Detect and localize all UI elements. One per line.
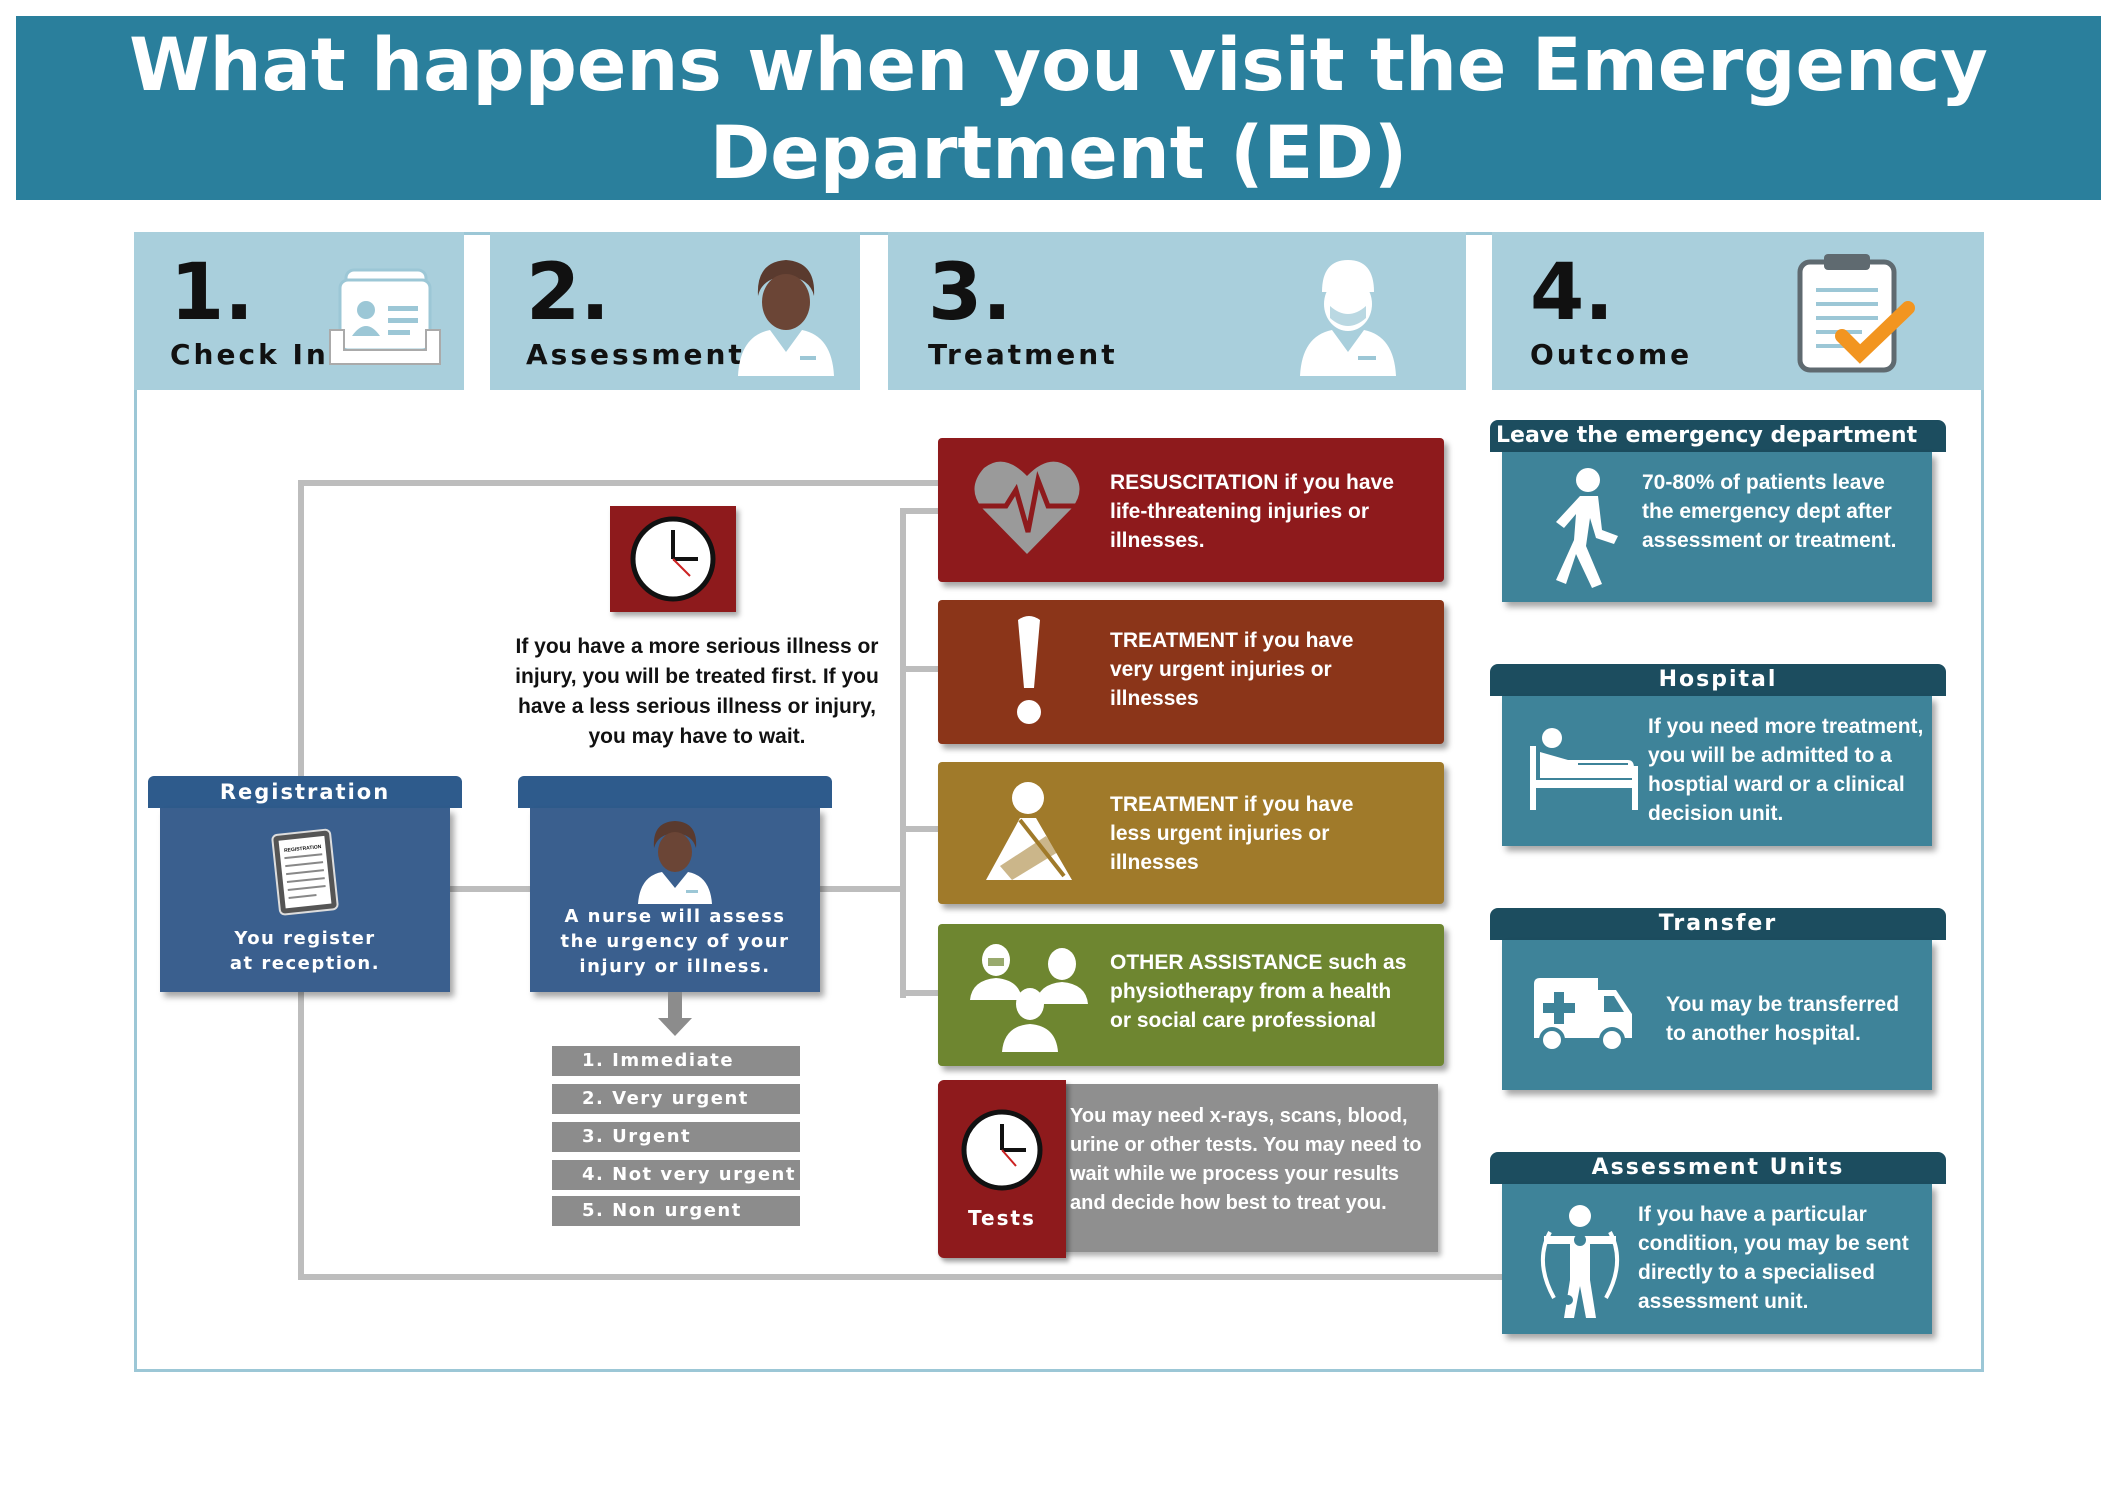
outcome-box-assessment-units: If you have a particular condition, you …	[1502, 1184, 1932, 1334]
treatment-lead: TREATMENT	[1110, 629, 1238, 652]
treatment-card-other-assistance: OTHER ASSISTANCE such as physiotherapy f…	[938, 924, 1444, 1066]
treatment-card-resuscitation: RESUSCITATION if you have life-threateni…	[938, 438, 1444, 582]
treatment-card-less-urgent: TREATMENT if you have less urgent injuri…	[938, 762, 1444, 904]
triage-arrow-head	[658, 1018, 692, 1036]
treatment-text: RESUSCITATION if you have life-threateni…	[1110, 468, 1410, 555]
title-line-2: Department (ED)	[709, 111, 1408, 196]
step-3-label: Treatment	[928, 338, 1118, 371]
step-4-label: Outcome	[1530, 338, 1693, 371]
connector-treat-4	[900, 990, 938, 996]
treatment-text: OTHER ASSISTANCE such as physiotherapy f…	[1110, 948, 1410, 1035]
connector-reg-to-assess	[448, 886, 530, 892]
file-folder-icon	[329, 268, 441, 365]
outcome-text: If you have a particular condition, you …	[1638, 1203, 1909, 1313]
connector-treat-vertical	[900, 508, 906, 998]
registration-tab: Registration	[148, 776, 462, 808]
step-4-number: 4.	[1530, 248, 1614, 338]
step-2-header: 2. Assessment	[490, 232, 860, 390]
hospital-bed-icon	[1530, 728, 1638, 810]
clock-icon	[630, 516, 716, 602]
treatment-rest: if you have very urgent injuries or illn…	[1110, 629, 1354, 710]
treatment-rest: such as physiotherapy from a health or s…	[1110, 951, 1407, 1032]
walking-person-icon	[1556, 468, 1618, 588]
treatment-rest: if you have life-threatening injuries or…	[1110, 471, 1394, 552]
arm-sling-icon	[986, 782, 1072, 880]
connector-treat-3	[900, 826, 938, 832]
step-2-number: 2.	[526, 248, 610, 338]
outcome-text: If you need more treatment, you will be …	[1648, 715, 1924, 825]
triage-item: 3. Urgent	[552, 1122, 800, 1152]
outcome-text: 70-80% of patients leave the emergency d…	[1642, 471, 1897, 552]
title-line-1: What happens when you visit the Emergenc…	[129, 23, 1988, 108]
priority-clock	[610, 506, 736, 612]
page-title: What happens when you visit the Emergenc…	[16, 16, 2101, 200]
step-1-number: 1.	[170, 248, 254, 338]
outcome-box-hospital: If you need more treatment, you will be …	[1502, 696, 1932, 846]
care-team-icon	[970, 944, 1088, 1052]
tests-text: You may need x-rays, scans, blood, urine…	[1070, 1105, 1422, 1214]
outcome-tab-transfer: Transfer	[1490, 908, 1946, 940]
treatment-lead: RESUSCITATION	[1110, 471, 1279, 494]
treatment-rest: if you have less urgent injuries or illn…	[1110, 793, 1354, 874]
triage-item: 2. Very urgent	[552, 1084, 800, 1114]
treatment-text: TREATMENT if you have less urgent injuri…	[1110, 790, 1380, 877]
assessment-text: A nurse will assess the urgency of your …	[560, 906, 790, 977]
step-2-label: Assessment	[526, 338, 745, 371]
ambulance-icon	[1534, 978, 1632, 1053]
heart-pulse-icon	[974, 461, 1080, 554]
triage-item: 4. Not very urgent	[552, 1160, 800, 1190]
clipboard-check-icon	[1797, 254, 1915, 373]
doctor-icon	[1300, 260, 1396, 376]
assessment-nurse-icon	[638, 821, 712, 904]
step-1-label: Check In	[170, 338, 329, 371]
connector-bottom	[298, 1274, 1508, 1280]
step-4-header: 4. Outcome	[1492, 232, 1984, 390]
tests-label: Tests	[968, 1206, 1036, 1230]
treatment-lead: OTHER ASSISTANCE	[1110, 951, 1323, 974]
connector-treat-2	[900, 666, 938, 672]
outcome-box-leave: 70-80% of patients leave the emergency d…	[1502, 452, 1932, 602]
title-banner	[16, 16, 2101, 200]
tests-tab: Tests	[938, 1080, 1066, 1258]
triage-item: 5. Non urgent	[552, 1196, 800, 1226]
treatment-text: TREATMENT if you have very urgent injuri…	[1110, 626, 1380, 713]
outcome-tab-hospital: Hospital	[1490, 664, 1946, 696]
step-1-header: 1. Check In	[134, 232, 464, 390]
outcome-tab-assessment-units: Assessment Units	[1490, 1152, 1946, 1184]
outcome-tab-leave: Leave the emergency department	[1490, 420, 1946, 452]
nurse-icon	[738, 260, 834, 376]
registration-clipboard-icon	[271, 828, 339, 916]
body-joints-icon	[1540, 1205, 1620, 1318]
exclamation-icon	[1017, 616, 1041, 724]
assessment-tab	[518, 776, 832, 808]
outcome-box-transfer: You may be transferred to another hospit…	[1502, 940, 1932, 1090]
priority-note: If you have a more serious illness or in…	[515, 635, 879, 748]
step-3-number: 3.	[928, 248, 1012, 338]
outcome-text: You may be transferred to another hospit…	[1666, 993, 1900, 1045]
triage-item: 1. Immediate	[552, 1046, 800, 1076]
step-3-header: 3. Treatment	[888, 232, 1466, 390]
connector-top	[298, 480, 938, 486]
triage-arrow-shaft	[668, 992, 682, 1018]
treatment-lead: TREATMENT	[1110, 793, 1238, 816]
registration-box: REGISTRATION You register at reception.	[160, 808, 450, 992]
connector-assess-to-treat	[820, 886, 906, 892]
connector-treat-1	[900, 508, 938, 514]
assessment-box: A nurse will assess the urgency of your …	[530, 808, 820, 992]
treatment-card-very-urgent: TREATMENT if you have very urgent injuri…	[938, 600, 1444, 744]
registration-text: You register at reception.	[229, 928, 381, 974]
tests-clock-icon	[961, 1109, 1043, 1191]
